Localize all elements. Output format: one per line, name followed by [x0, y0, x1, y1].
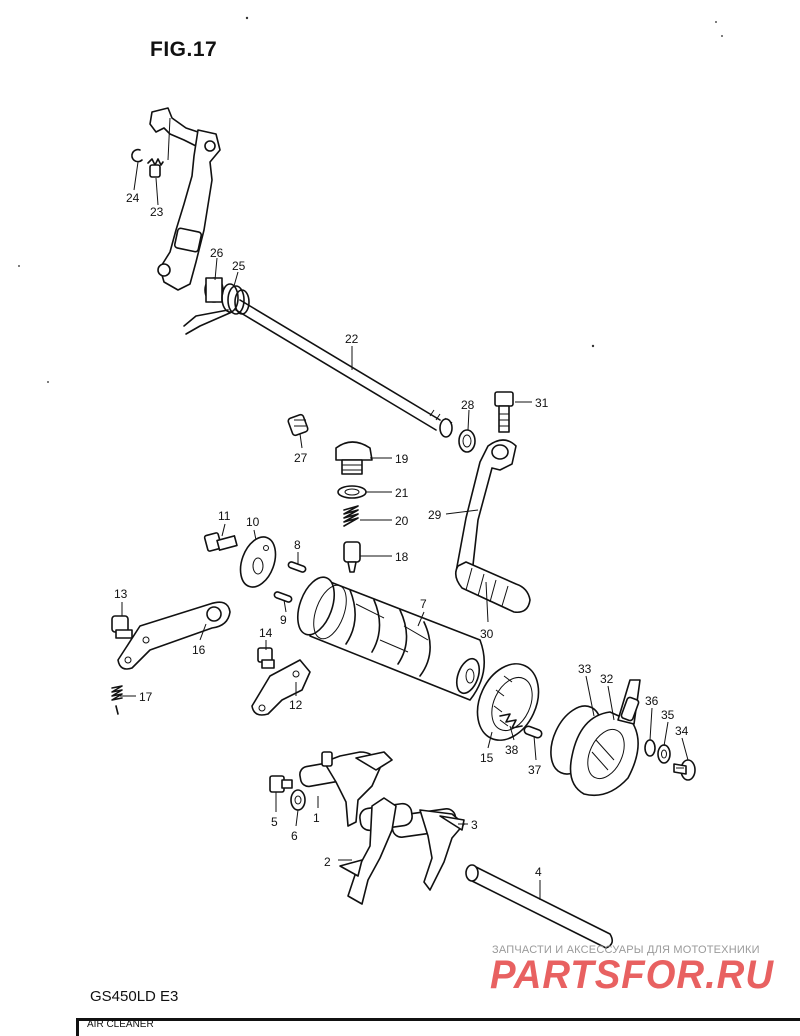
part-28-oil-seal — [458, 429, 476, 453]
callout-17: 17 — [139, 690, 153, 704]
part-10-cam-plate — [239, 536, 277, 588]
callout-21: 21 — [395, 486, 409, 500]
part-34-screw — [673, 759, 696, 781]
callout-38: 38 — [505, 743, 519, 757]
figure-title: FIG.17 — [150, 38, 218, 61]
part-36-washer — [644, 739, 656, 757]
part-24-circlip — [131, 148, 143, 163]
part-19-cap-bolt — [335, 441, 373, 475]
callout-13: 13 — [114, 587, 128, 601]
watermark-logo-text: PARTSFOR.RU — [490, 953, 774, 996]
scan-specks — [18, 16, 723, 383]
part-6-washer — [290, 789, 306, 811]
callout-10: 10 — [246, 515, 260, 529]
part-5-bolt — [269, 775, 293, 793]
part-22-gearshift-shaft — [235, 299, 453, 438]
callout-33: 33 — [578, 662, 592, 676]
callout-4: 4 — [535, 865, 542, 879]
callout-37: 37 — [528, 763, 542, 777]
callout-32: 32 — [600, 672, 614, 686]
part-30-pedal-rubber — [454, 561, 531, 614]
part-16-stopper-arm — [117, 601, 231, 670]
next-section-bar: AIR CLEANER — [76, 1018, 800, 1036]
part-17-spring — [111, 685, 123, 715]
callout-7: 7 — [420, 597, 427, 611]
callout-14: 14 — [259, 626, 273, 640]
part-1-shift-fork — [299, 751, 393, 827]
callout-26: 26 — [210, 246, 224, 260]
part-38-spring — [499, 713, 523, 729]
callout-36: 36 — [645, 694, 659, 708]
part-18-stopper — [343, 541, 361, 573]
leader-lines — [120, 161, 689, 900]
part-12-stopper-plate — [251, 659, 311, 716]
callout-12: 12 — [289, 698, 303, 712]
part-8-pin — [287, 561, 307, 573]
part-11-bolt — [203, 532, 238, 552]
part-26-collar — [204, 277, 224, 303]
part-20-spring — [343, 505, 359, 527]
callout-29: 29 — [428, 508, 442, 522]
callout-28: 28 — [461, 398, 475, 412]
callout-25: 25 — [232, 259, 246, 273]
callout-labels: 24 23 26 25 22 28 31 27 19 21 20 29 11 1… — [114, 191, 689, 879]
part-27-plug — [287, 413, 309, 437]
part-2-shift-fork — [339, 797, 413, 905]
next-section-label: AIR CLEANER — [87, 1019, 154, 1030]
part-13-bolt — [111, 615, 133, 639]
part-37-pin — [523, 725, 543, 739]
callout-19: 19 — [395, 452, 409, 466]
part-7-gearshift-cam-drum — [296, 576, 486, 701]
callout-22: 22 — [345, 332, 359, 346]
model-code: GS450LD E3 — [90, 988, 179, 1005]
callout-20: 20 — [395, 514, 409, 528]
callout-9: 9 — [280, 613, 287, 627]
part-23-spring — [147, 158, 164, 178]
callout-18: 18 — [395, 550, 409, 564]
callout-6: 6 — [291, 829, 298, 843]
callout-2: 2 — [324, 855, 331, 869]
watermark-caption: ЗАПЧАСТИ И АКСЕССУАРЫ ДЛЯ МОТОТЕХНИКИ — [492, 944, 760, 956]
callout-31: 31 — [535, 396, 549, 410]
callout-35: 35 — [661, 708, 675, 722]
part-29-gearshift-lever — [455, 439, 517, 581]
callout-30: 30 — [480, 627, 494, 641]
callout-8: 8 — [294, 538, 301, 552]
callout-1: 1 — [313, 811, 320, 825]
callout-5: 5 — [271, 815, 278, 829]
callout-11: 11 — [218, 509, 231, 523]
part-4-fork-shaft — [465, 864, 614, 949]
callout-23: 23 — [150, 205, 164, 219]
part-15-bearing — [476, 663, 540, 741]
part-14-bolt — [257, 647, 275, 669]
callout-15: 15 — [480, 751, 494, 765]
part-35-washer — [657, 744, 671, 764]
callout-16: 16 — [192, 643, 206, 657]
part-32-neutral-switch-cover — [569, 679, 641, 797]
shift-lever-arm — [149, 107, 221, 291]
callout-27: 27 — [294, 451, 308, 465]
callout-24: 24 — [126, 191, 140, 205]
part-31-bolt — [494, 391, 514, 433]
part-21-washer — [337, 485, 367, 499]
watermark-logo: PARTSFOR.RU — [490, 953, 774, 996]
callout-3: 3 — [471, 818, 478, 832]
part-9-pin — [273, 591, 293, 603]
callout-34: 34 — [675, 724, 689, 738]
